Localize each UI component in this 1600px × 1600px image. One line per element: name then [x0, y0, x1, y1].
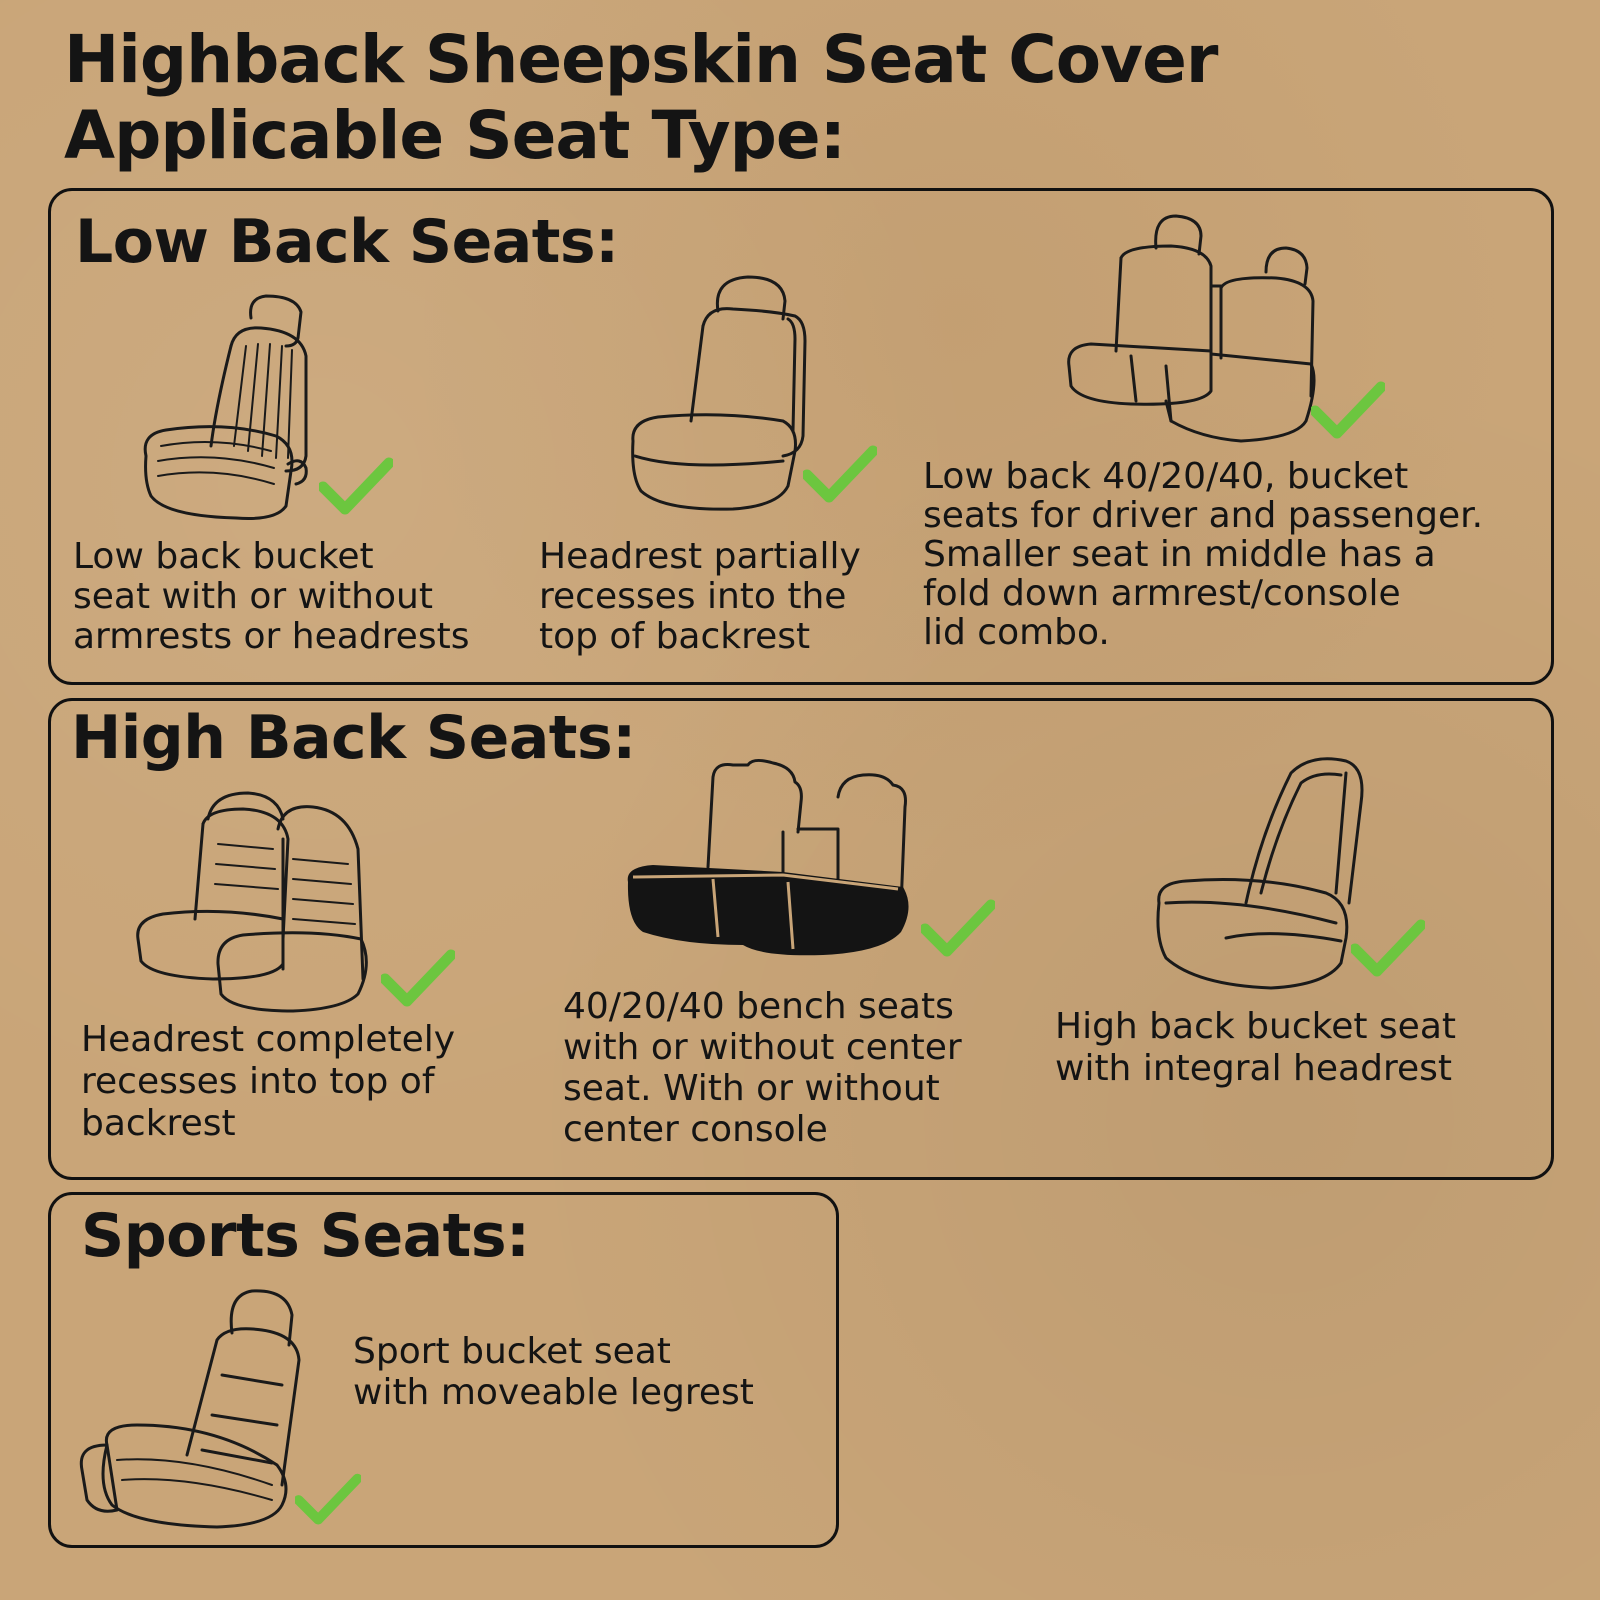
page-title-line-2: Applicable Seat Type: — [64, 97, 846, 174]
recessed-headrest-seat-icon — [136, 791, 368, 1013]
high-back-bucket-seat-icon — [1156, 757, 1364, 990]
sports-seats-title: Sports Seats: — [81, 1201, 530, 1271]
low-back-bench-seat-icon — [1067, 214, 1316, 443]
sport-bucket-seat-icon — [79, 1289, 301, 1529]
bench-seat-icon — [627, 758, 909, 956]
partial-headrest-seat-caption: Headrest partially recesses into the top… — [539, 536, 861, 657]
high-back-seats-panel: High Back Seats: Headrest completely rec… — [48, 698, 1554, 1180]
low-back-seats-panel: Low Back Seats: Low back bucket seat wit… — [48, 188, 1554, 685]
sports-seats-panel: Sports Seats: Sport bucket seat with mov… — [48, 1192, 839, 1548]
checkmark-icon — [921, 899, 995, 957]
low-back-bench-seat-caption: Low back 40/20/40, bucket seats for driv… — [923, 456, 1484, 653]
checkmark-icon — [803, 445, 877, 503]
bench-seat-caption: 40/20/40 bench seats with or without cen… — [563, 986, 962, 1150]
checkmark-icon — [295, 1473, 361, 1525]
checkmark-icon — [319, 457, 393, 515]
page-title: Highback Sheepskin Seat Cover Applicable… — [64, 21, 1218, 174]
high-back-bucket-seat-caption: High back bucket seat with integral head… — [1055, 1006, 1456, 1089]
checkmark-icon — [1311, 381, 1385, 439]
partial-headrest-seat-icon — [631, 275, 807, 511]
page-title-line-1: Highback Sheepskin Seat Cover — [64, 21, 1218, 98]
checkmark-icon — [1351, 919, 1425, 977]
low-back-bucket-seat-caption: Low back bucket seat with or without arm… — [73, 536, 470, 657]
low-back-seats-title: Low Back Seats: — [75, 207, 619, 277]
recessed-headrest-seat-caption: Headrest completely recesses into top of… — [81, 1019, 456, 1144]
high-back-seats-title: High Back Seats: — [71, 703, 636, 773]
low-back-bucket-seat-icon — [143, 294, 308, 520]
checkmark-icon — [381, 949, 455, 1007]
sport-bucket-seat-caption: Sport bucket seat with moveable legrest — [353, 1331, 754, 1413]
